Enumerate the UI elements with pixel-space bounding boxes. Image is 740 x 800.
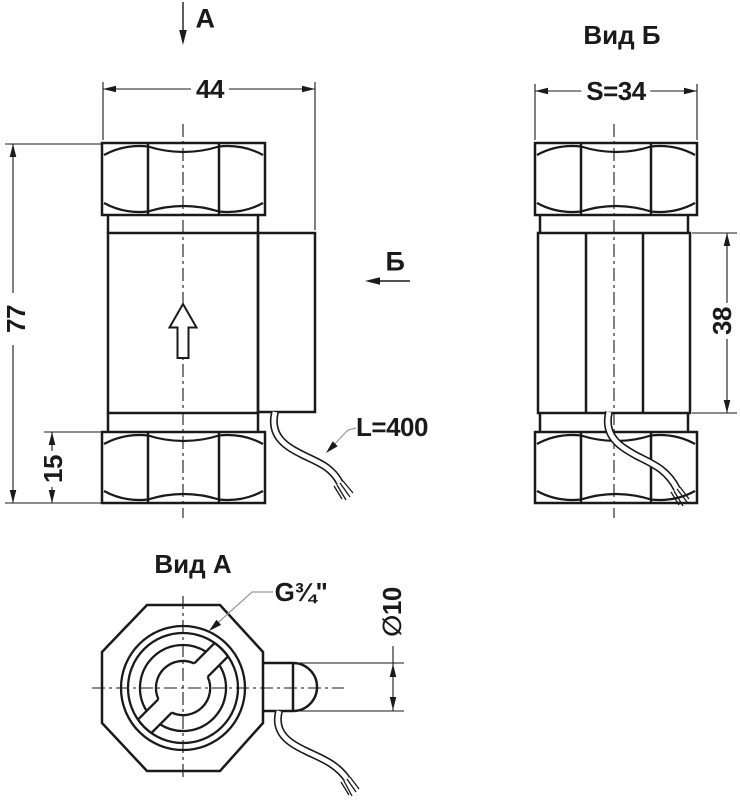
bottom-cable-wire-tips bbox=[340, 776, 360, 797]
view-b-title: Вид Б bbox=[583, 20, 661, 50]
view-a-title: Вид А bbox=[154, 549, 232, 579]
view-a-arrow-label: А bbox=[195, 3, 216, 34]
front-cable-wire-tips bbox=[333, 480, 354, 501]
side-cable bbox=[603, 411, 690, 507]
dim-cable-length-label: L=400 bbox=[356, 412, 428, 442]
flow-direction-arrow-icon bbox=[167, 301, 199, 359]
view-b-arrow-label: Б bbox=[385, 246, 405, 277]
side-cable-wire-tips bbox=[670, 486, 690, 507]
cable-length-leader bbox=[326, 427, 357, 453]
dimension-arrowheads bbox=[9, 85, 731, 710]
front-cable bbox=[269, 411, 354, 501]
dim-boss-diameter-label: ∅10 bbox=[377, 587, 407, 637]
thread-inner-circle bbox=[126, 631, 240, 745]
bottom-view-a bbox=[92, 596, 360, 797]
view-b-arrow-icon bbox=[365, 277, 410, 285]
side-view-b bbox=[533, 124, 699, 518]
dim-thread-label: G¾" bbox=[274, 577, 328, 607]
front-view bbox=[100, 124, 354, 518]
dim-d10-lines bbox=[294, 646, 404, 712]
dimension-lines bbox=[5, 82, 737, 712]
side-body bbox=[536, 215, 692, 432]
paddle-rotor bbox=[137, 642, 229, 734]
dim-across-flats-label: S=34 bbox=[581, 78, 651, 104]
view-a-arrow-icon bbox=[179, 2, 187, 45]
front-body bbox=[106, 215, 317, 432]
thread-outer-circle bbox=[119, 624, 247, 752]
dim-77-lines bbox=[5, 143, 102, 504]
cable-boss bbox=[263, 661, 319, 713]
front-top-nut bbox=[100, 141, 267, 217]
dim-housing-height-label: 38 bbox=[707, 303, 737, 339]
dim-overall-height-label: 77 bbox=[1, 305, 31, 333]
side-top-nut bbox=[533, 141, 699, 217]
thread-leader bbox=[209, 591, 273, 631]
dim-inlet-nut-height-label: 15 bbox=[38, 451, 68, 487]
bore-circle-arcs bbox=[138, 643, 228, 733]
front-bottom-nut bbox=[100, 430, 267, 505]
bottom-cable bbox=[273, 709, 360, 797]
hex-nut-octagon bbox=[100, 603, 265, 773]
dim-overall-width-label: 44 bbox=[191, 76, 229, 102]
